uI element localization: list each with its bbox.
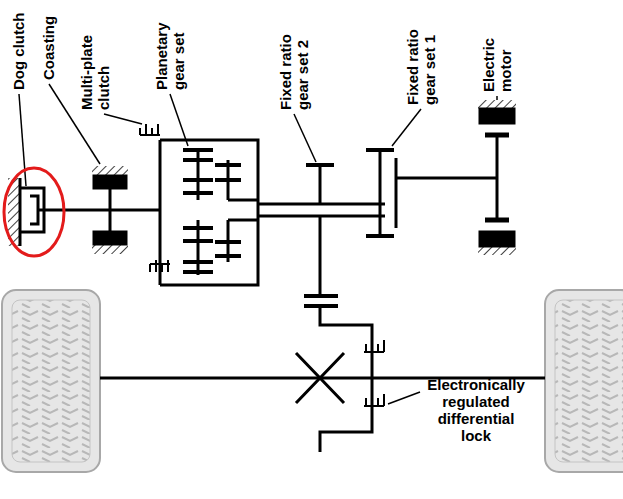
part-label: Coasting [40, 16, 57, 80]
leader-line [19, 84, 497, 404]
part-label: Electric motor [480, 14, 514, 92]
part-label: Fixed ratio gear set 1 [404, 13, 438, 105]
part-label: Fixed ratio gear set 2 [277, 18, 311, 110]
part-label: Planetary gear set [153, 2, 187, 90]
highlight-ellipse [4, 168, 64, 256]
part-label: Multi-plate clutch [78, 20, 112, 110]
mechanism [8, 100, 545, 452]
part-label: Dog clutch [10, 13, 27, 91]
part-label: Electronically regulated differential lo… [424, 376, 528, 444]
wheel [545, 290, 623, 472]
wheel [2, 290, 100, 472]
